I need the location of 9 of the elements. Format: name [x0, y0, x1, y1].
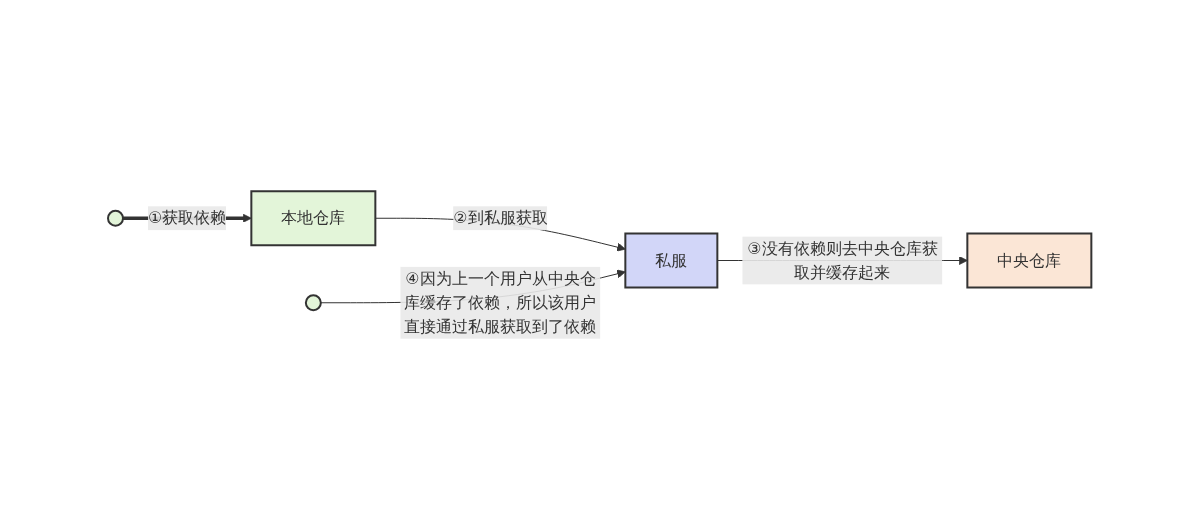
edge-label: ③没有依赖则去中央仓库获取并缓存起来: [747, 238, 938, 281]
edge-label: ④因为上一个用户从中央仓库缓存了依赖，所以该用户直接通过私服获取到了依赖: [404, 268, 597, 336]
edge-label: ②到私服获取: [453, 207, 548, 227]
node-box: 中央仓库: [966, 232, 1093, 288]
edge-label: ①获取依赖: [147, 207, 227, 227]
node-person: [106, 209, 124, 227]
node-box: 私服: [624, 232, 719, 288]
node-box: 本地仓库: [250, 189, 377, 246]
node-person: [304, 293, 322, 311]
